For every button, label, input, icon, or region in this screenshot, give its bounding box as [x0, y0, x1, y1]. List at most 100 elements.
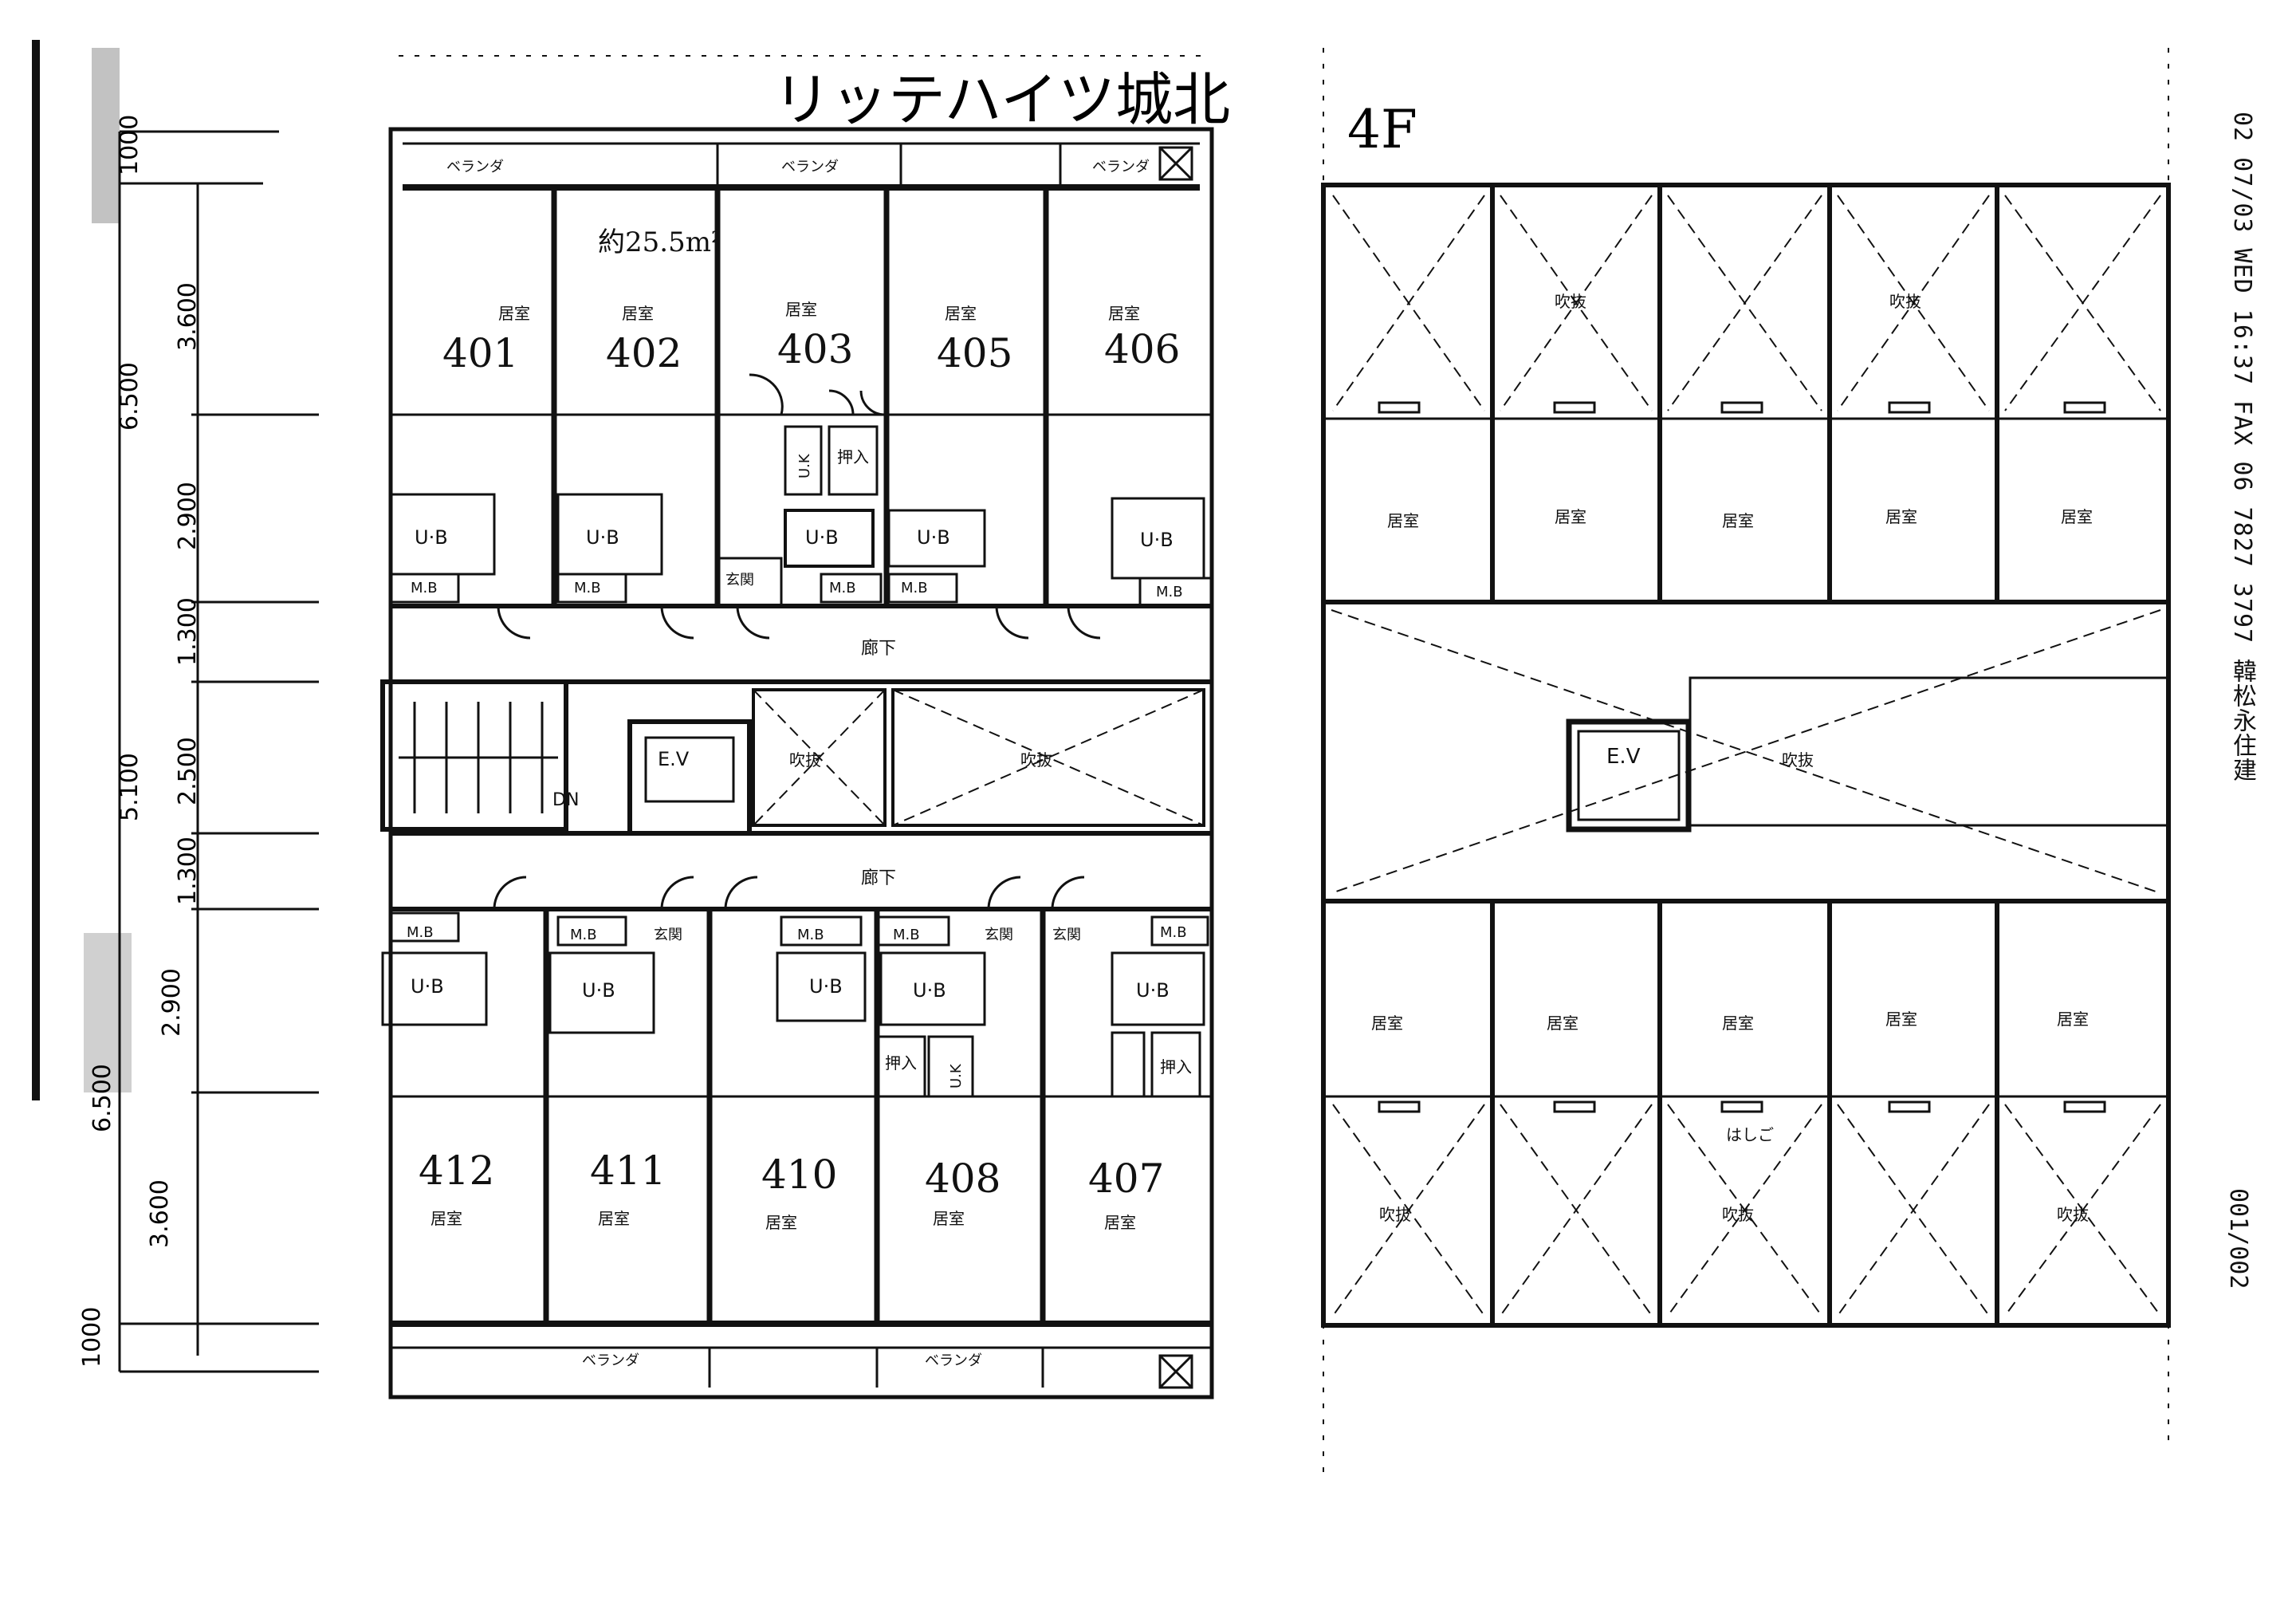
- unit-408: 408: [925, 1155, 1001, 1202]
- ub-401: U·B: [415, 526, 448, 549]
- mb-405: M.B: [901, 580, 928, 596]
- area-note: 約25.5m²: [598, 226, 722, 258]
- loft-room-n3: 居室: [1722, 511, 1754, 530]
- dim-bottom: 1000: [78, 1307, 106, 1368]
- dim-bath-n: 2.900: [174, 482, 202, 550]
- veranda-label-n3: ベランダ: [1092, 159, 1150, 175]
- fax-header-strip: 02 07/03 WED 16:37 FAX 06 7827 3797 韓松永住…: [2224, 112, 2272, 829]
- dim-room-s: 3.600: [146, 1179, 174, 1248]
- unit-411: 411: [590, 1148, 666, 1194]
- ub-405: U·B: [917, 526, 950, 549]
- dim-room-n: 3.600: [174, 282, 202, 351]
- plan-loft-labels: 吹抜 吹抜 居室 居室 居室 居室 居室 E.V 吹抜 居室 居室 居室 居室 …: [1371, 292, 2093, 1224]
- entrance-408: 玄関: [985, 927, 1013, 943]
- room-label-411: 居室: [598, 1209, 630, 1228]
- mb-402: M.B: [574, 580, 601, 596]
- room-label-401: 居室: [498, 304, 530, 323]
- entrance-407: 玄関: [1052, 927, 1081, 943]
- unit-405: 405: [937, 330, 1012, 376]
- loft-void-n2: 吹抜: [1555, 292, 1586, 311]
- loft-room-n1: 居室: [1387, 511, 1419, 530]
- scan-noise: [92, 48, 120, 223]
- room-label-403: 居室: [785, 300, 817, 319]
- dim-corridor-n: 1.300: [174, 597, 202, 666]
- page-number: 001/002: [2224, 1188, 2252, 1289]
- unit-410: 410: [761, 1151, 837, 1198]
- mb-406: M.B: [1156, 584, 1183, 600]
- dimension-labels: 1000 6.500 5.100 6.500 1000 3.600 2.900 …: [78, 115, 202, 1368]
- mb-410: M.B: [797, 927, 824, 943]
- room-label-410: 居室: [765, 1213, 797, 1232]
- loft-void-s3: 吹抜: [1722, 1205, 1754, 1224]
- ub-408: U·B: [913, 979, 946, 1002]
- loft-room-s3: 居室: [1722, 1014, 1754, 1033]
- entrance-411: 玄関: [654, 927, 682, 943]
- mb-401: M.B: [411, 580, 438, 596]
- entrance-403: 玄関: [725, 572, 754, 589]
- loft-outline: [1321, 183, 2171, 1328]
- dimension-lines: [118, 130, 319, 1373]
- plan-4f: [380, 127, 1214, 1399]
- void-large: [891, 688, 1205, 827]
- floor-label: 4F: [1347, 99, 1417, 160]
- loft-ev-shaft: [1566, 718, 1692, 833]
- dim-top: 1000: [116, 115, 144, 175]
- loft-void-s5: 吹抜: [2057, 1205, 2089, 1224]
- loft-room-s1: 居室: [1371, 1014, 1403, 1033]
- room-label-405: 居室: [945, 304, 977, 323]
- kitchen-408: U.K: [948, 1063, 965, 1088]
- mb-403: M.B: [829, 580, 856, 596]
- stair-down: DN: [552, 790, 579, 810]
- void-label-1: 吹抜: [789, 750, 821, 770]
- room-label-412: 居室: [431, 1209, 462, 1228]
- loft-ev-label: E.V: [1606, 745, 1641, 769]
- door-swings: [493, 373, 1101, 910]
- fax-header: 02 07/03 WED 16:37 FAX 06 7827 3797 韓松永住…: [2228, 112, 2256, 783]
- unit-407: 407: [1088, 1155, 1164, 1202]
- ub-402: U·B: [586, 526, 619, 549]
- dim-corridor-s: 1.300: [174, 837, 202, 905]
- corridor-north: 廊下: [861, 639, 896, 659]
- closet-408: 押入: [885, 1053, 917, 1073]
- plan-loft: [1321, 183, 2171, 1328]
- void-label-2: 吹抜: [1020, 750, 1052, 770]
- unit-403: 403: [777, 326, 853, 372]
- elevator-shaft: [627, 719, 752, 836]
- ev-label: E.V: [658, 748, 690, 770]
- loft-void-center: 吹抜: [1782, 750, 1814, 770]
- dim-north-block: 6.500: [116, 362, 144, 431]
- ub-403: U·B: [805, 526, 839, 549]
- dim-core: 5.100: [116, 753, 144, 821]
- ub-406: U·B: [1140, 529, 1174, 551]
- closet-407: 押入: [1160, 1057, 1192, 1077]
- veranda-label-s2: ベランダ: [925, 1352, 982, 1369]
- veranda-label-s1: ベランダ: [582, 1352, 639, 1369]
- kitchen-403: U.K: [796, 453, 813, 478]
- ub-407: U·B: [1136, 979, 1170, 1002]
- mb-412: M.B: [407, 924, 434, 941]
- loft-room-n4: 居室: [1885, 507, 1917, 526]
- void-small: [752, 688, 887, 827]
- loft-room-n5: 居室: [2061, 507, 2093, 526]
- plan-4f-labels: ベランダ ベランダ ベランダ ベランダ ベランダ 約25.5m² 居室 401 …: [407, 159, 1192, 1369]
- room-label-408: 居室: [933, 1209, 965, 1228]
- loft-room-s4: 居室: [1885, 1010, 1917, 1029]
- loft-void-n4: 吹抜: [1889, 292, 1921, 311]
- plan-outline: [388, 127, 1214, 1399]
- scan-edge: [32, 40, 40, 1100]
- loft-room-s5: 居室: [2057, 1010, 2089, 1029]
- room-label-406: 居室: [1108, 304, 1140, 323]
- room-label-407: 居室: [1104, 1213, 1136, 1232]
- veranda-label-n2: ベランダ: [781, 159, 839, 175]
- ub-410: U·B: [809, 975, 843, 998]
- veranda-label-n1: ベランダ: [446, 159, 504, 175]
- loft-void-s1: 吹抜: [1379, 1205, 1411, 1224]
- ub-412: U·B: [411, 975, 444, 998]
- mb-408: M.B: [893, 927, 920, 943]
- unit-412: 412: [419, 1148, 494, 1194]
- building-title: リッテハイツ城北: [773, 66, 1230, 133]
- loft-room-n2: 居室: [1555, 507, 1586, 526]
- dim-south-block: 6.500: [88, 1064, 116, 1132]
- loft-room-s2: 居室: [1547, 1014, 1578, 1033]
